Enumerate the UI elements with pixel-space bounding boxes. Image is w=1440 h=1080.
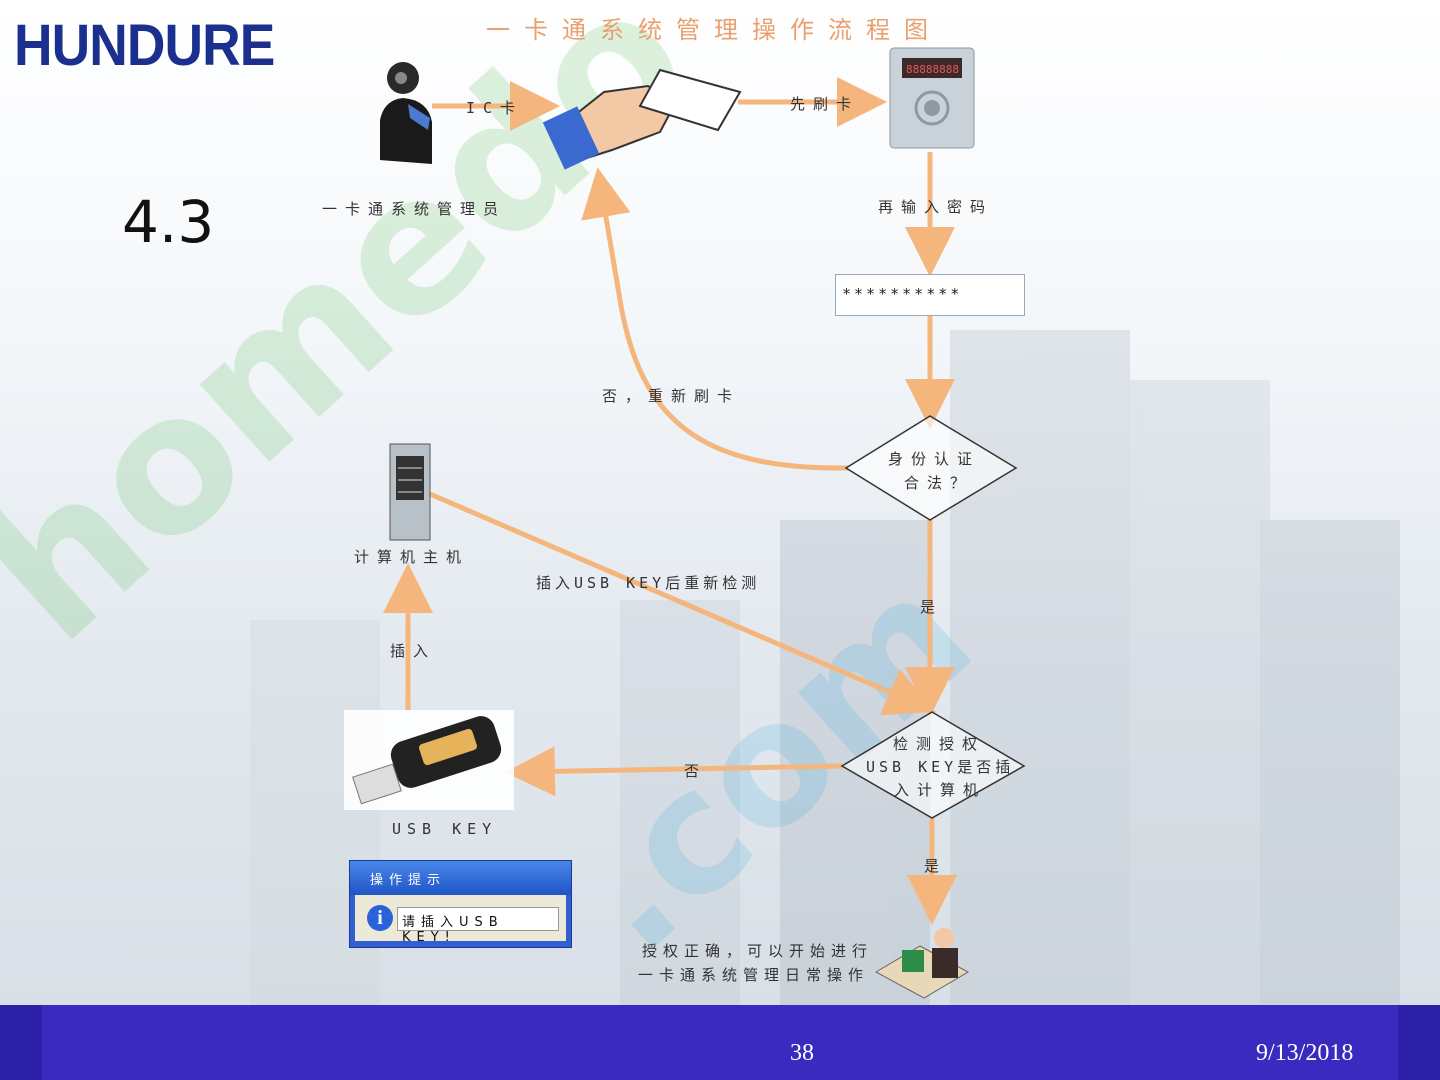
label-insert-retry: 插入USB KEY后重新检测 <box>536 574 761 592</box>
label-computer: 计算机主机 <box>354 548 470 566</box>
label-usb-q1: 检测授权 <box>893 735 986 753</box>
computer-icon <box>389 443 431 541</box>
label-retry: 否，重新刷卡 <box>602 387 741 405</box>
svg-text:88888888: 88888888 <box>906 63 959 76</box>
label-identity-q2: 合法？ <box>904 474 974 492</box>
arrow-computer-to-usbcheck <box>429 491 936 716</box>
dialog-body: i 请插入USB KEY! <box>355 895 566 945</box>
hand-card-icon <box>542 68 742 170</box>
label-usb-q2: USB KEY是否插 <box>866 758 1015 776</box>
footer-bar <box>0 1005 1440 1080</box>
dialog-message-box: 请插入USB KEY! <box>397 907 559 945</box>
password-field: ********** <box>835 274 1025 316</box>
page-number: 38 <box>790 1040 814 1066</box>
footer-stripe-left <box>0 1005 42 1080</box>
label-no-2: 否 <box>684 762 708 780</box>
label-identity-q1: 身份认证 <box>888 450 981 468</box>
label-result-2: 一卡通系统管理日常操作 <box>638 966 870 984</box>
card-reader-icon: 88888888 <box>889 47 975 149</box>
info-icon: i <box>367 905 393 931</box>
usb-key-icon <box>344 710 514 810</box>
footer-date: 9/13/2018 <box>1256 1040 1354 1066</box>
section-number: 4.3 <box>122 188 215 256</box>
usb-decision <box>840 711 1026 819</box>
dialog-message: 请插入USB KEY! <box>402 915 504 945</box>
brand-logo: HUNDURE <box>14 13 275 78</box>
label-swipe-first: 先刷卡 <box>790 95 860 113</box>
label-ic-card: IC卡 <box>466 99 524 117</box>
label-usb-key: USB KEY <box>392 820 498 838</box>
label-yes-2: 是 <box>924 857 948 875</box>
operation-hint-dialog: 操作提示 i 请插入USB KEY! <box>349 860 572 948</box>
operator-icon <box>874 928 970 999</box>
dialog-title-bar: 操作提示 <box>350 861 571 895</box>
identity-decision <box>844 415 1018 521</box>
admin-icon <box>380 62 432 164</box>
arrow-usbcheck-to-usbkey <box>505 746 843 797</box>
label-enter-password: 再输入密码 <box>878 198 994 216</box>
label-admin: 一卡通系统管理员 <box>322 200 507 218</box>
label-yes-1: 是 <box>920 598 944 616</box>
arrow-retry-swipe <box>581 167 849 471</box>
diagram-title: 一卡通系统管理操作流程图 <box>486 16 942 44</box>
label-result-1: 授权正确，可以开始进行 <box>642 942 874 960</box>
dialog-title: 操作提示 <box>370 873 447 888</box>
password-mask: ********** <box>842 285 963 303</box>
label-insert: 插入 <box>390 642 437 660</box>
label-usb-q3: 入计算机 <box>894 781 987 799</box>
footer-stripe-right <box>1398 1005 1440 1080</box>
